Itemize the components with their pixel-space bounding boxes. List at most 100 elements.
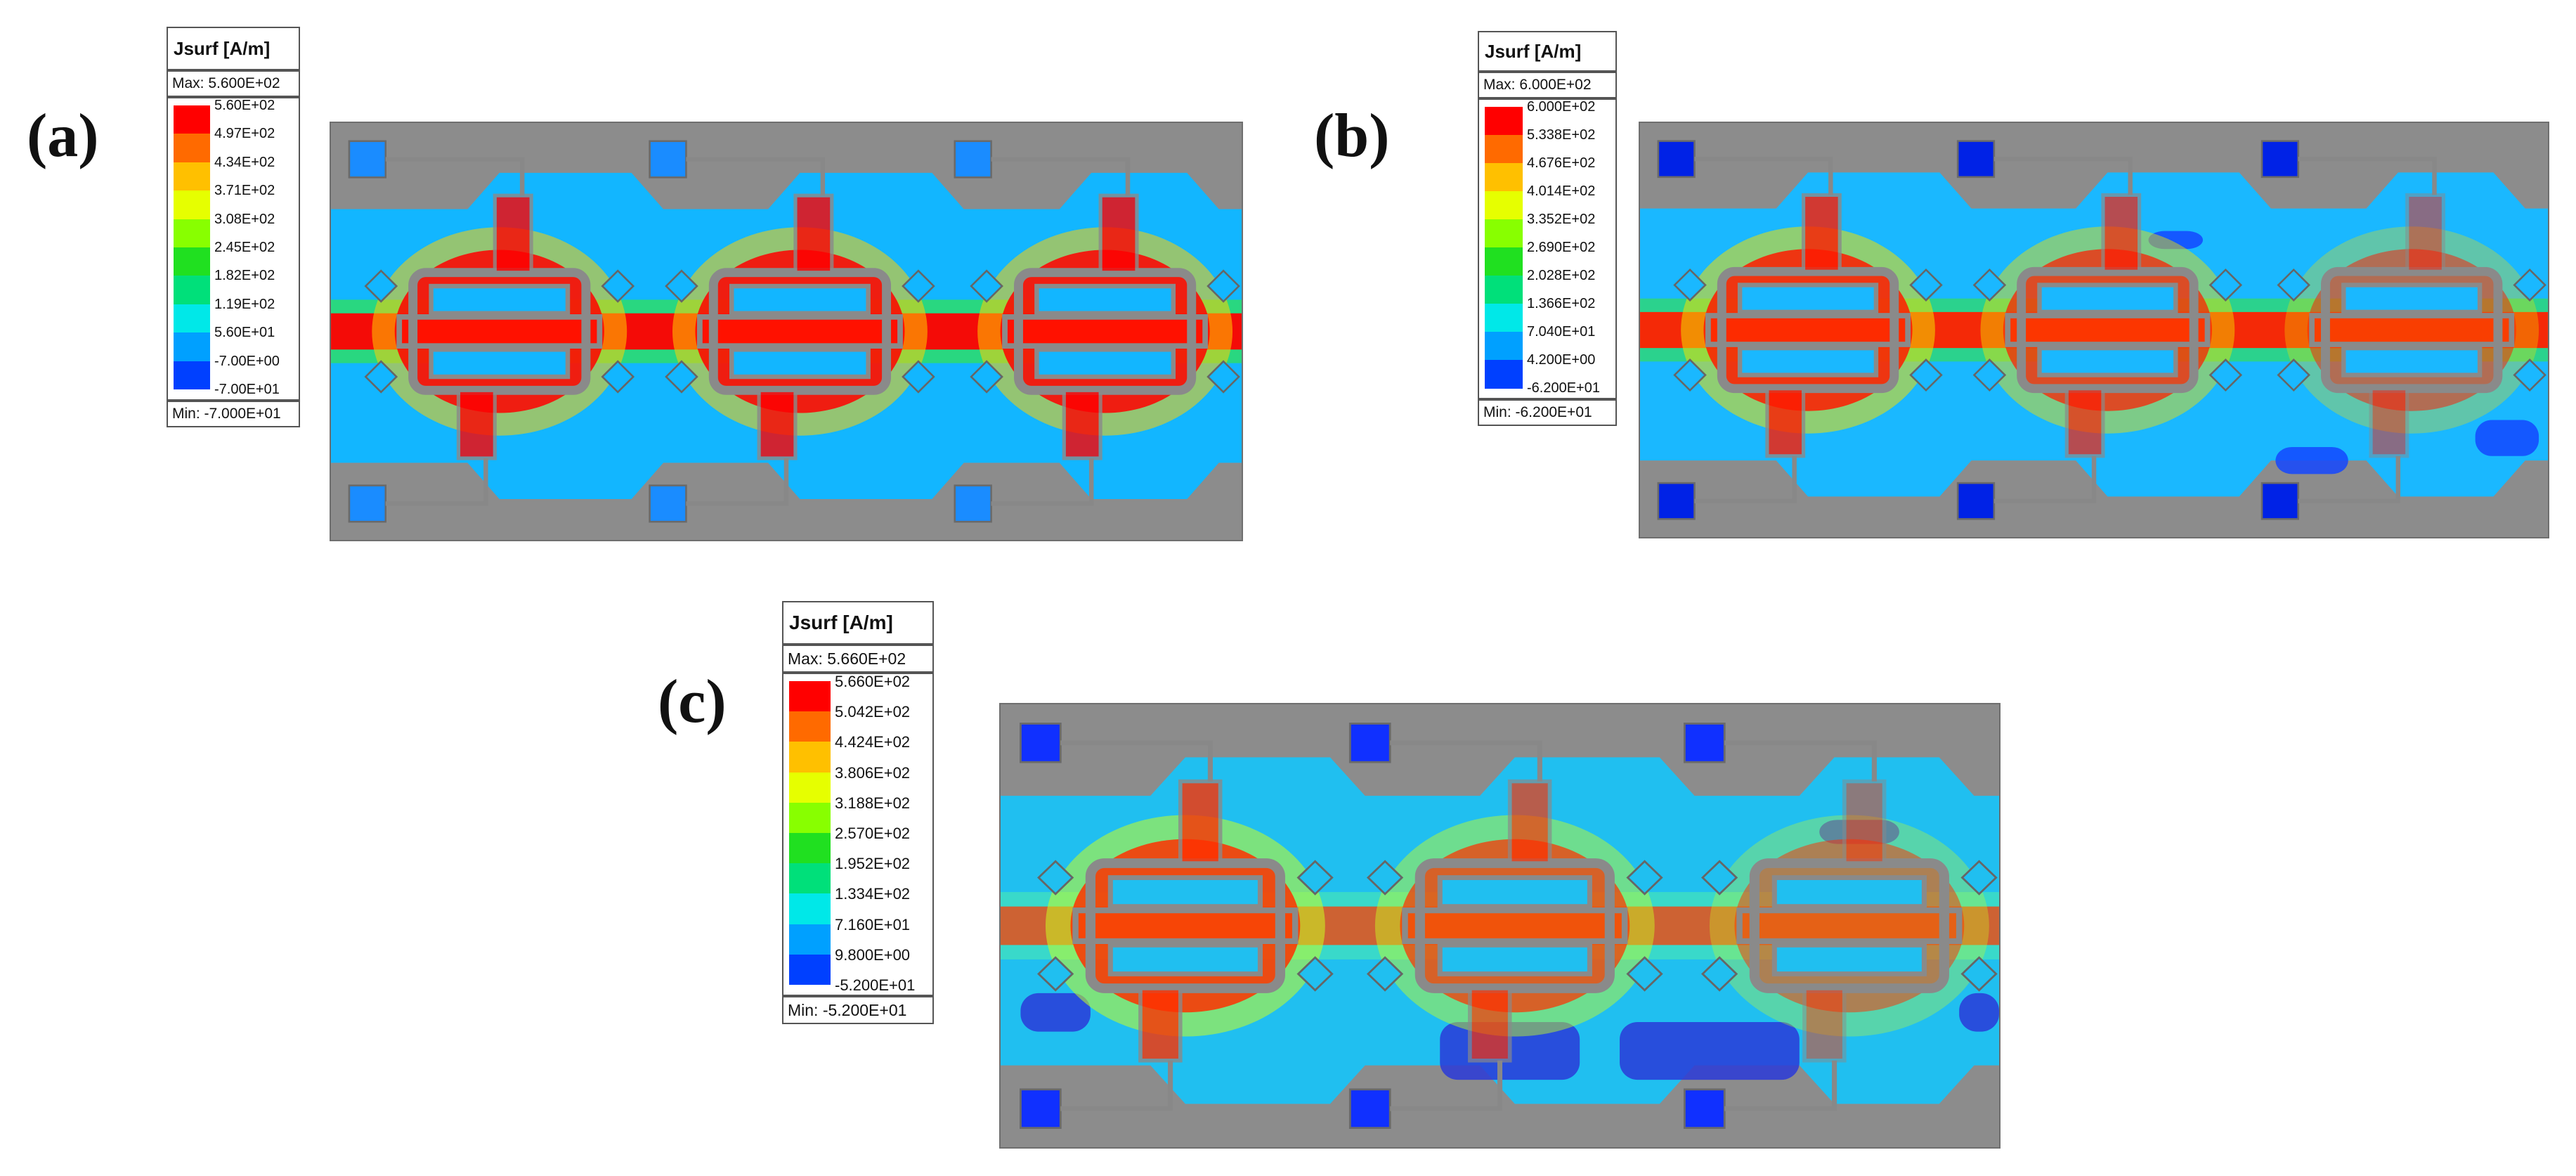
- resonator-upper-slot: [429, 283, 571, 316]
- legend-tick-label: -7.00E+00: [214, 353, 280, 369]
- via-diamond: [1037, 860, 1074, 896]
- via-diamond: [1700, 860, 1738, 896]
- resonator-bar: [1705, 313, 1911, 347]
- legend-tick-label: 1.19E+02: [214, 296, 275, 312]
- legend-swatch: [1485, 191, 1523, 220]
- resonator-cell: [1956, 140, 2243, 520]
- resonator-lower-slot: [1107, 942, 1263, 976]
- via-diamond: [2209, 268, 2243, 302]
- legend-swatch: [174, 162, 210, 191]
- resonator-cell: [1348, 723, 1663, 1129]
- low-current-patch: [1959, 993, 1999, 1032]
- resonator-cell: [348, 140, 635, 523]
- bias-pad: [1019, 723, 1062, 763]
- bias-line: [2298, 455, 2401, 503]
- legend-swatch: [1485, 304, 1523, 332]
- bias-pad: [954, 484, 992, 523]
- bias-line: [1390, 1060, 1503, 1111]
- resonator-upper-slot: [1107, 875, 1263, 910]
- via-diamond: [1909, 358, 1943, 392]
- bottom-stub: [2369, 387, 2409, 458]
- legend-tick-label: 4.014E+02: [1527, 183, 1596, 199]
- bias-pad: [1956, 140, 1996, 179]
- legend-swatch: [174, 190, 210, 220]
- bias-line: [1694, 455, 1797, 503]
- legend-tick-label: 4.676E+02: [1527, 155, 1596, 171]
- legend-swatch: [1485, 332, 1523, 361]
- legend-tick-label: 5.660E+02: [835, 673, 911, 690]
- legend-swatch: [174, 361, 210, 390]
- bias-line: [385, 458, 488, 506]
- resonator-lower-slot: [1034, 347, 1176, 380]
- top-stub: [1801, 193, 1842, 273]
- field-svg: [331, 123, 1242, 540]
- resonator-upper-slot: [2341, 283, 2483, 315]
- via-diamond: [1700, 956, 1738, 992]
- legend-tick-label: 3.188E+02: [835, 794, 911, 812]
- legend-swatch: [1485, 360, 1523, 389]
- resonator-lower-slot: [729, 347, 871, 380]
- bias-line: [2298, 157, 2437, 195]
- legend-swatch: [789, 742, 831, 773]
- via-diamond: [2277, 358, 2310, 392]
- resonator-cell: [649, 140, 935, 523]
- resonator-bar: [2309, 313, 2515, 347]
- via-diamond: [1206, 269, 1240, 303]
- field-plot-a: [330, 122, 1243, 541]
- via-diamond: [902, 269, 935, 303]
- bias-pad: [649, 484, 687, 523]
- legend-swatch: [789, 893, 831, 925]
- bias-line: [1724, 1060, 1837, 1111]
- low-current-patch: [1819, 820, 1899, 844]
- legend-title-c: Jsurf [A/m]: [782, 601, 934, 645]
- via-diamond: [364, 269, 398, 303]
- bottom-stub: [1765, 387, 1806, 458]
- field-plot-b: [1639, 122, 2549, 538]
- low-current-patch: [2148, 231, 2204, 250]
- bottom-stub: [757, 388, 798, 460]
- via-diamond: [601, 360, 635, 394]
- legend-tick-label: 5.60E+01: [214, 325, 275, 341]
- legend-tick-label: 2.45E+02: [214, 240, 275, 255]
- resonator-lower-slot: [1437, 942, 1592, 976]
- bottom-stub: [1062, 388, 1102, 460]
- top-stub: [493, 193, 533, 275]
- legend-tick-label: 3.806E+02: [835, 763, 911, 782]
- legend-swatch: [174, 247, 210, 276]
- resonator-bar: [1072, 907, 1299, 945]
- legend-tick-label: -6.200E+01: [1527, 380, 1600, 396]
- via-diamond: [902, 360, 935, 394]
- bias-line: [686, 458, 789, 506]
- resonator-upper-slot: [1771, 875, 1927, 910]
- legend-tick-label: 1.334E+02: [835, 885, 911, 903]
- resonator-lower-slot: [1737, 345, 1879, 377]
- legend-title-b: Jsurf [A/m]: [1478, 31, 1617, 72]
- legend-tick-label: 1.82E+02: [214, 268, 275, 284]
- legend-swatch: [1485, 107, 1523, 136]
- via-diamond: [1673, 268, 1707, 302]
- legend-swatch: [789, 924, 831, 955]
- legend-tick-label: 1.952E+02: [835, 855, 911, 873]
- legend-tick-label: 4.97E+02: [214, 126, 275, 142]
- resonator-ring: [2321, 266, 2503, 394]
- bias-line: [991, 157, 1131, 196]
- top-stub: [2101, 193, 2142, 273]
- legend-swatch: [789, 833, 831, 864]
- via-diamond: [1626, 956, 1663, 992]
- via-diamond: [1037, 956, 1074, 992]
- resonator-cell: [1019, 723, 1334, 1129]
- via-diamond: [1626, 860, 1663, 896]
- via-diamond: [2513, 268, 2546, 302]
- via-diamond: [2209, 358, 2243, 392]
- legend-tick-label: 3.352E+02: [1527, 212, 1596, 227]
- legend-min-a: Min: -7.000E+01: [167, 401, 300, 427]
- bias-pad: [1683, 723, 1726, 763]
- top-stub: [1842, 779, 1887, 865]
- bias-pad: [1348, 723, 1391, 763]
- bottom-stub: [1468, 986, 1512, 1063]
- legend-tick-label: 3.71E+02: [214, 183, 275, 199]
- bias-line: [1390, 740, 1542, 782]
